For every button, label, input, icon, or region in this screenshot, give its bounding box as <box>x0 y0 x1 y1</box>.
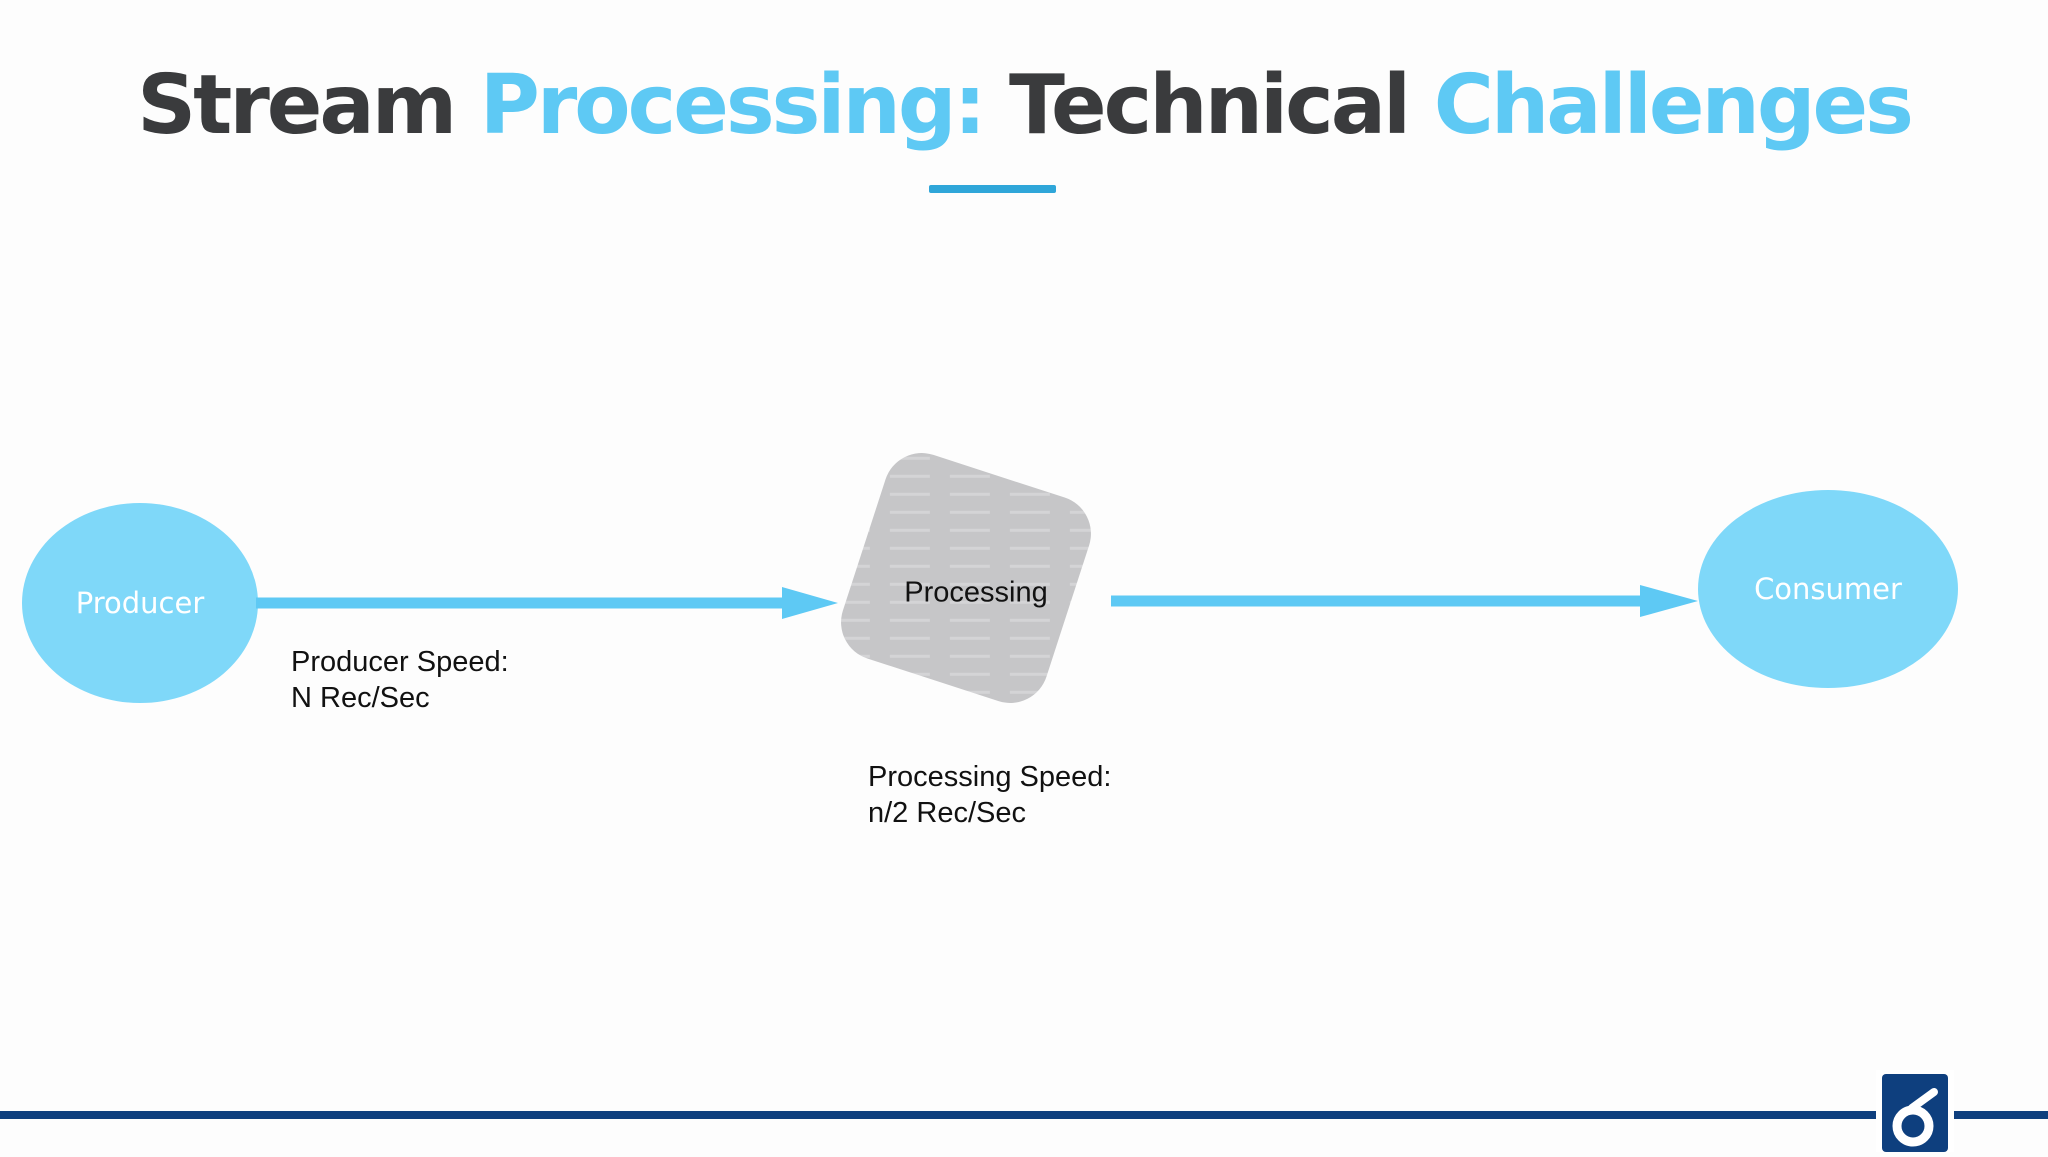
consumer-label: Consumer <box>1754 572 1902 606</box>
consumer-node <box>1698 490 1958 688</box>
title-processing: Processing: <box>479 58 987 153</box>
title-underline <box>929 185 1056 193</box>
processing-node <box>841 453 1091 703</box>
page-title: Stream Processing: Technical Challenges <box>0 58 2048 153</box>
processing-speed-annotation: Processing Speed: n/2 Rec/Sec <box>868 759 1111 831</box>
producer-speed-value: N Rec/Sec <box>291 682 430 714</box>
producer-label: Producer <box>75 586 205 620</box>
title-stream: Stream <box>137 58 457 153</box>
arrow-producer-to-processing <box>256 587 838 619</box>
company-logo-icon <box>1876 1070 1954 1152</box>
processing-speed-value: n/2 Rec/Sec <box>868 797 1026 829</box>
producer-node <box>22 503 258 703</box>
processing-speed-label: Processing Speed: <box>868 761 1112 793</box>
producer-speed-label: Producer Speed: <box>291 646 509 678</box>
title-technical: Technical <box>1008 58 1411 153</box>
processing-label: Processing <box>904 576 1048 609</box>
title-challenges: Challenges <box>1433 58 1914 153</box>
arrow-processing-to-consumer <box>1111 585 1698 617</box>
producer-speed-annotation: Producer Speed: N Rec/Sec <box>291 644 509 716</box>
footer-divider <box>0 1111 2048 1119</box>
